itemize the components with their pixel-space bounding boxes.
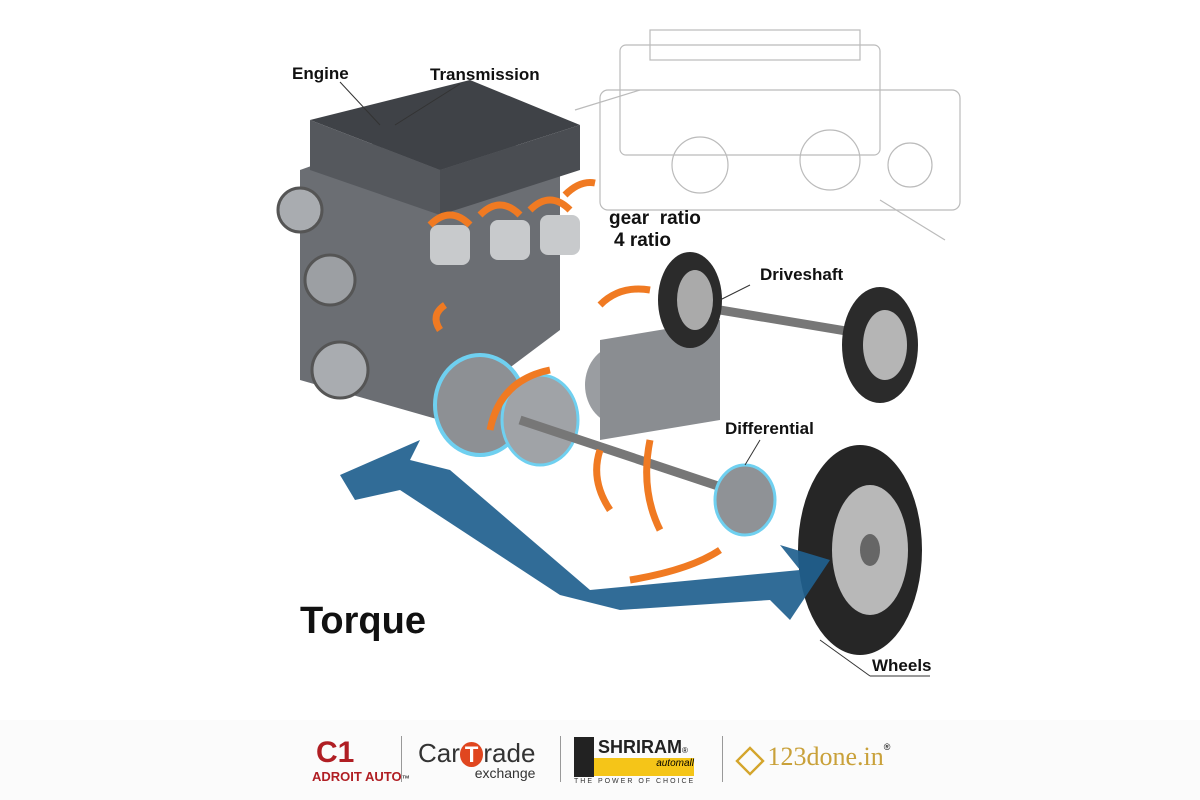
engine-sketch xyxy=(574,29,961,241)
shriram-sub: automall xyxy=(574,758,694,776)
cartrade-sub: exchange xyxy=(474,765,536,781)
torque-flow-arrows xyxy=(427,179,722,584)
leader-lines xyxy=(339,81,930,677)
engine-block xyxy=(276,80,580,420)
label-wheels: Wheels xyxy=(872,656,932,675)
shriram-automall-logo: SHRIRAM® automall THE POWER OF CHOICE xyxy=(574,737,695,785)
wheel-rear xyxy=(658,252,918,403)
123done-logo: 123done.in® xyxy=(735,742,891,776)
label-engine: Engine xyxy=(292,64,349,83)
differential xyxy=(713,463,777,537)
torque-arrow xyxy=(340,440,830,620)
adroit-tm: ™ xyxy=(401,774,410,783)
adroit-mark: C1 xyxy=(316,736,355,769)
shriram-figure-icon xyxy=(574,737,594,777)
label-driveshaft: Driveshaft xyxy=(760,265,844,284)
adroit-name: ADROIT AUTO xyxy=(312,769,402,784)
drivetrain-illustration xyxy=(276,29,961,677)
cartrade-car: Car xyxy=(418,738,460,768)
123done-reg: ® xyxy=(883,742,891,752)
transmission-gears xyxy=(433,320,720,467)
cartrade-rade: rade xyxy=(483,738,536,768)
label-differential: Differential xyxy=(725,419,814,438)
shriram-tagline: THE POWER OF CHOICE xyxy=(574,778,696,785)
shriram-name: SHRIRAM xyxy=(598,737,682,757)
label-ratio: 4 ratio xyxy=(614,230,672,251)
label-transmission: Transmission xyxy=(430,65,540,84)
cube-icon xyxy=(735,746,765,776)
123done-name: 123done.in xyxy=(767,742,884,771)
label-gear-ratio: gear ratio xyxy=(609,208,701,229)
cartrade-t: T xyxy=(459,742,484,767)
wheel-front xyxy=(798,445,922,655)
adroit-auto-logo: C1 ADROIT AUTO™ xyxy=(312,738,410,786)
label-torque: Torque xyxy=(300,600,426,642)
shriram-reg: ® xyxy=(682,746,688,755)
